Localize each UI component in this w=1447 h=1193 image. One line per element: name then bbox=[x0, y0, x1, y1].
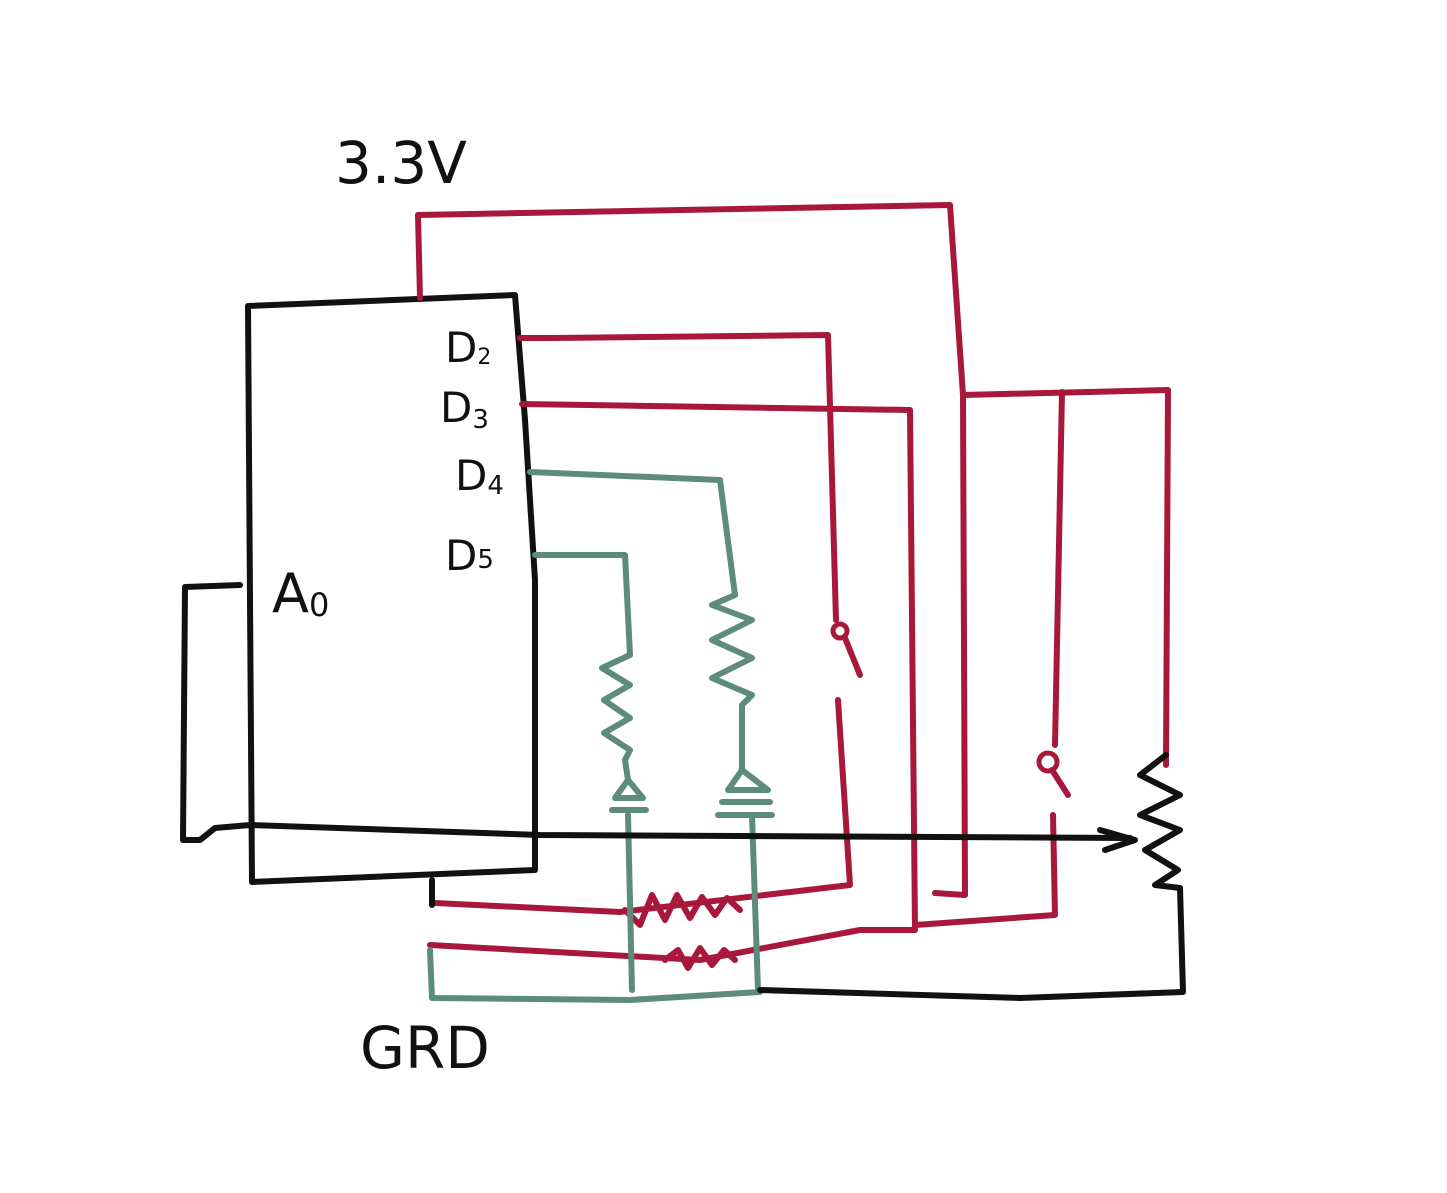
d4-resistor bbox=[709, 592, 755, 773]
led1-ground-wire bbox=[625, 812, 635, 993]
pin-label-d5: D5 bbox=[445, 531, 494, 580]
supply-branch-right bbox=[960, 387, 1171, 768]
led1-symbol bbox=[609, 777, 649, 813]
d5-resistor bbox=[599, 652, 633, 783]
switch2-lever bbox=[1049, 767, 1071, 798]
led-wires bbox=[427, 469, 775, 1003]
supply-branch-switch2 bbox=[1052, 389, 1065, 748]
pulldown-resistor-2 bbox=[662, 945, 738, 971]
analog-pin-label: A0 bbox=[272, 562, 329, 625]
supply-label: 3.3V bbox=[335, 129, 467, 197]
led2-ground-wire bbox=[749, 812, 761, 993]
switch2-contact bbox=[1036, 750, 1060, 774]
d2-wire bbox=[517, 332, 839, 623]
switch1-contact bbox=[830, 621, 850, 641]
switch1-lever bbox=[842, 635, 863, 678]
d4-wire bbox=[527, 469, 738, 598]
supply-wire bbox=[415, 202, 968, 898]
pin-label-d3: D3 bbox=[440, 383, 489, 435]
pulldown-resistor-1 bbox=[622, 892, 743, 928]
supply-wires bbox=[415, 202, 1171, 971]
pot-ground-wire bbox=[757, 885, 1186, 1001]
pin-label-d4: D4 bbox=[455, 451, 504, 501]
potentiometer bbox=[1137, 752, 1183, 891]
ground-wires bbox=[180, 582, 1186, 1001]
board-outline bbox=[245, 292, 538, 885]
switch1-down-wire bbox=[432, 697, 853, 915]
d5-wire bbox=[532, 552, 633, 658]
led2-symbol bbox=[715, 767, 775, 818]
a0-wire bbox=[180, 582, 1133, 843]
potentiometer-wiper bbox=[1097, 827, 1138, 853]
ground-bus-green bbox=[427, 947, 763, 1003]
d3-wire bbox=[427, 401, 918, 963]
ground-label: GRD bbox=[360, 1014, 490, 1082]
pin-label-d2: D2 bbox=[445, 323, 491, 372]
microcontroller-board bbox=[245, 292, 538, 885]
switch2-down-wire bbox=[912, 812, 1058, 928]
